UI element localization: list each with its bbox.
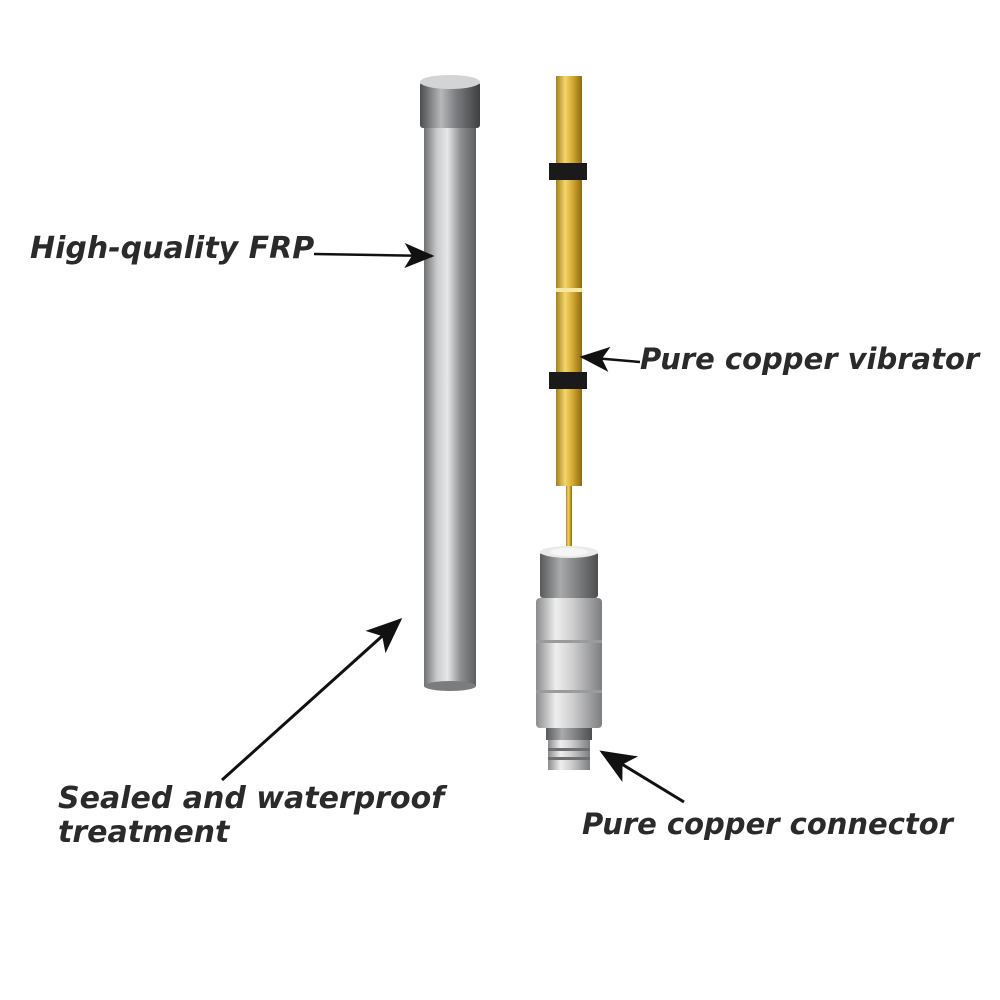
frp-arrow: [313, 243, 435, 269]
connector-arrow: [599, 750, 685, 804]
sealed-label-line2: treatment: [58, 815, 230, 850]
frp-label: High-quality FRP: [30, 231, 315, 266]
sealed-arrow: [220, 617, 403, 782]
vibrator-label: Pure copper vibrator: [640, 342, 980, 376]
frp-end-cap: [420, 75, 480, 128]
copper-vibrator: [549, 76, 587, 560]
vibrator-arrow: [579, 346, 641, 372]
copper-connector: [536, 546, 602, 770]
frp-tube: [424, 120, 476, 691]
sealed-label-line1: Sealed and waterproof: [58, 781, 445, 816]
connector-label: Pure copper connector: [582, 807, 953, 841]
